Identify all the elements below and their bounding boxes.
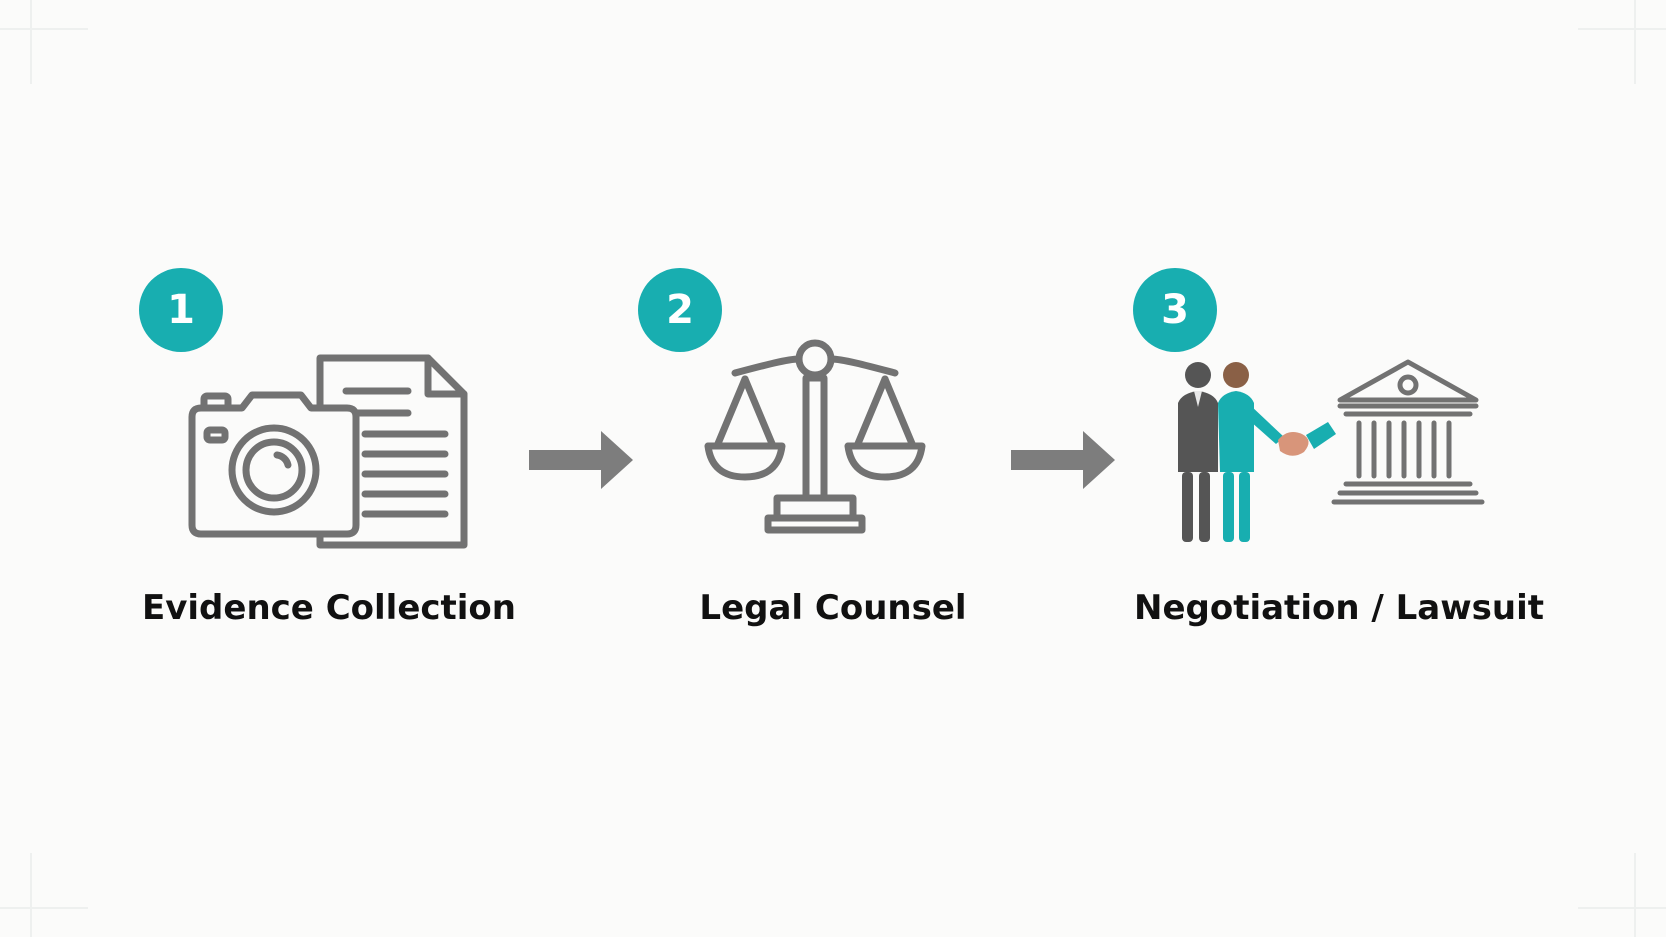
- handshake-sleeve: [1306, 422, 1336, 449]
- person-left: [1178, 362, 1218, 542]
- corner-mark-top-left-h: [0, 28, 88, 30]
- arrow-right-icon: [529, 431, 633, 489]
- camera-flash: [200, 392, 232, 412]
- corner-mark-top-right-h: [1578, 28, 1666, 30]
- handshake-courthouse-icon: [1170, 359, 1485, 550]
- person-left-collar: [1194, 391, 1202, 407]
- scales-beam-right: [827, 355, 899, 377]
- scales-right-string-2: [881, 375, 917, 450]
- person-left-head: [1185, 362, 1211, 388]
- arrow-right-icon: [1011, 431, 1115, 489]
- step-1-label: Evidence Collection: [142, 588, 516, 628]
- person-right-head: [1223, 362, 1249, 388]
- camera-lens-inner: [242, 438, 306, 502]
- courthouse-emblem: [1397, 374, 1419, 396]
- scales-right-pan: [844, 442, 926, 481]
- person-left-body: [1178, 391, 1218, 472]
- step-1-badge: 1: [139, 268, 223, 352]
- handshake-courthouse-svg: [1178, 359, 1485, 542]
- scales-beam-left: [731, 355, 803, 377]
- person-right: [1218, 362, 1284, 542]
- scales-of-justice-icon: [700, 338, 930, 538]
- arrow-right-shape-1: [529, 431, 633, 489]
- camera-body: [188, 391, 360, 538]
- corner-mark-top-right-v: [1634, 0, 1636, 84]
- scales-pillar: [802, 374, 828, 502]
- scales-left-string-2: [741, 375, 777, 450]
- person-right-leg-right: [1239, 472, 1250, 542]
- scales-base-bottom: [764, 514, 866, 534]
- person-right-arm: [1250, 405, 1284, 444]
- camera-and-document-icon: [182, 353, 472, 553]
- arrow-right-shape-2: [1011, 431, 1115, 489]
- arrow-right-svg-1: [529, 431, 633, 489]
- scales-left-pan: [704, 442, 786, 481]
- scales-svg: [704, 339, 926, 534]
- person-right-leg-left: [1223, 472, 1234, 542]
- camera-lens-outer: [228, 424, 320, 516]
- corner-mark-bottom-right-h: [1578, 907, 1666, 909]
- arrow-right-svg-2: [1011, 431, 1115, 489]
- courthouse-pediment: [1337, 359, 1479, 403]
- person-right-body: [1218, 391, 1254, 472]
- scales-top-ring: [795, 339, 835, 379]
- corner-mark-top-left-v: [30, 0, 32, 84]
- person-left-leg-right: [1199, 472, 1210, 542]
- corner-mark-bottom-left-v: [30, 853, 32, 937]
- step-3-label: Negotiation / Lawsuit: [1134, 588, 1544, 628]
- scales-left-string-1: [713, 375, 749, 450]
- document-fold: [424, 354, 468, 398]
- corner-mark-bottom-right-v: [1634, 853, 1636, 937]
- camera-viewfinder: [203, 426, 229, 444]
- camera-and-document-svg: [188, 354, 468, 549]
- scales-right-string-1: [853, 375, 889, 450]
- person-left-leg-left: [1182, 472, 1193, 542]
- step-3-badge: 3: [1133, 268, 1217, 352]
- handshake: [1278, 422, 1336, 456]
- step-2-label: Legal Counsel: [699, 588, 967, 628]
- step-2-badge: 2: [638, 268, 722, 352]
- corner-mark-bottom-left-h: [0, 907, 88, 909]
- courthouse: [1331, 359, 1485, 505]
- handshake-hands: [1278, 432, 1309, 456]
- camera-lens-glint: [273, 451, 292, 469]
